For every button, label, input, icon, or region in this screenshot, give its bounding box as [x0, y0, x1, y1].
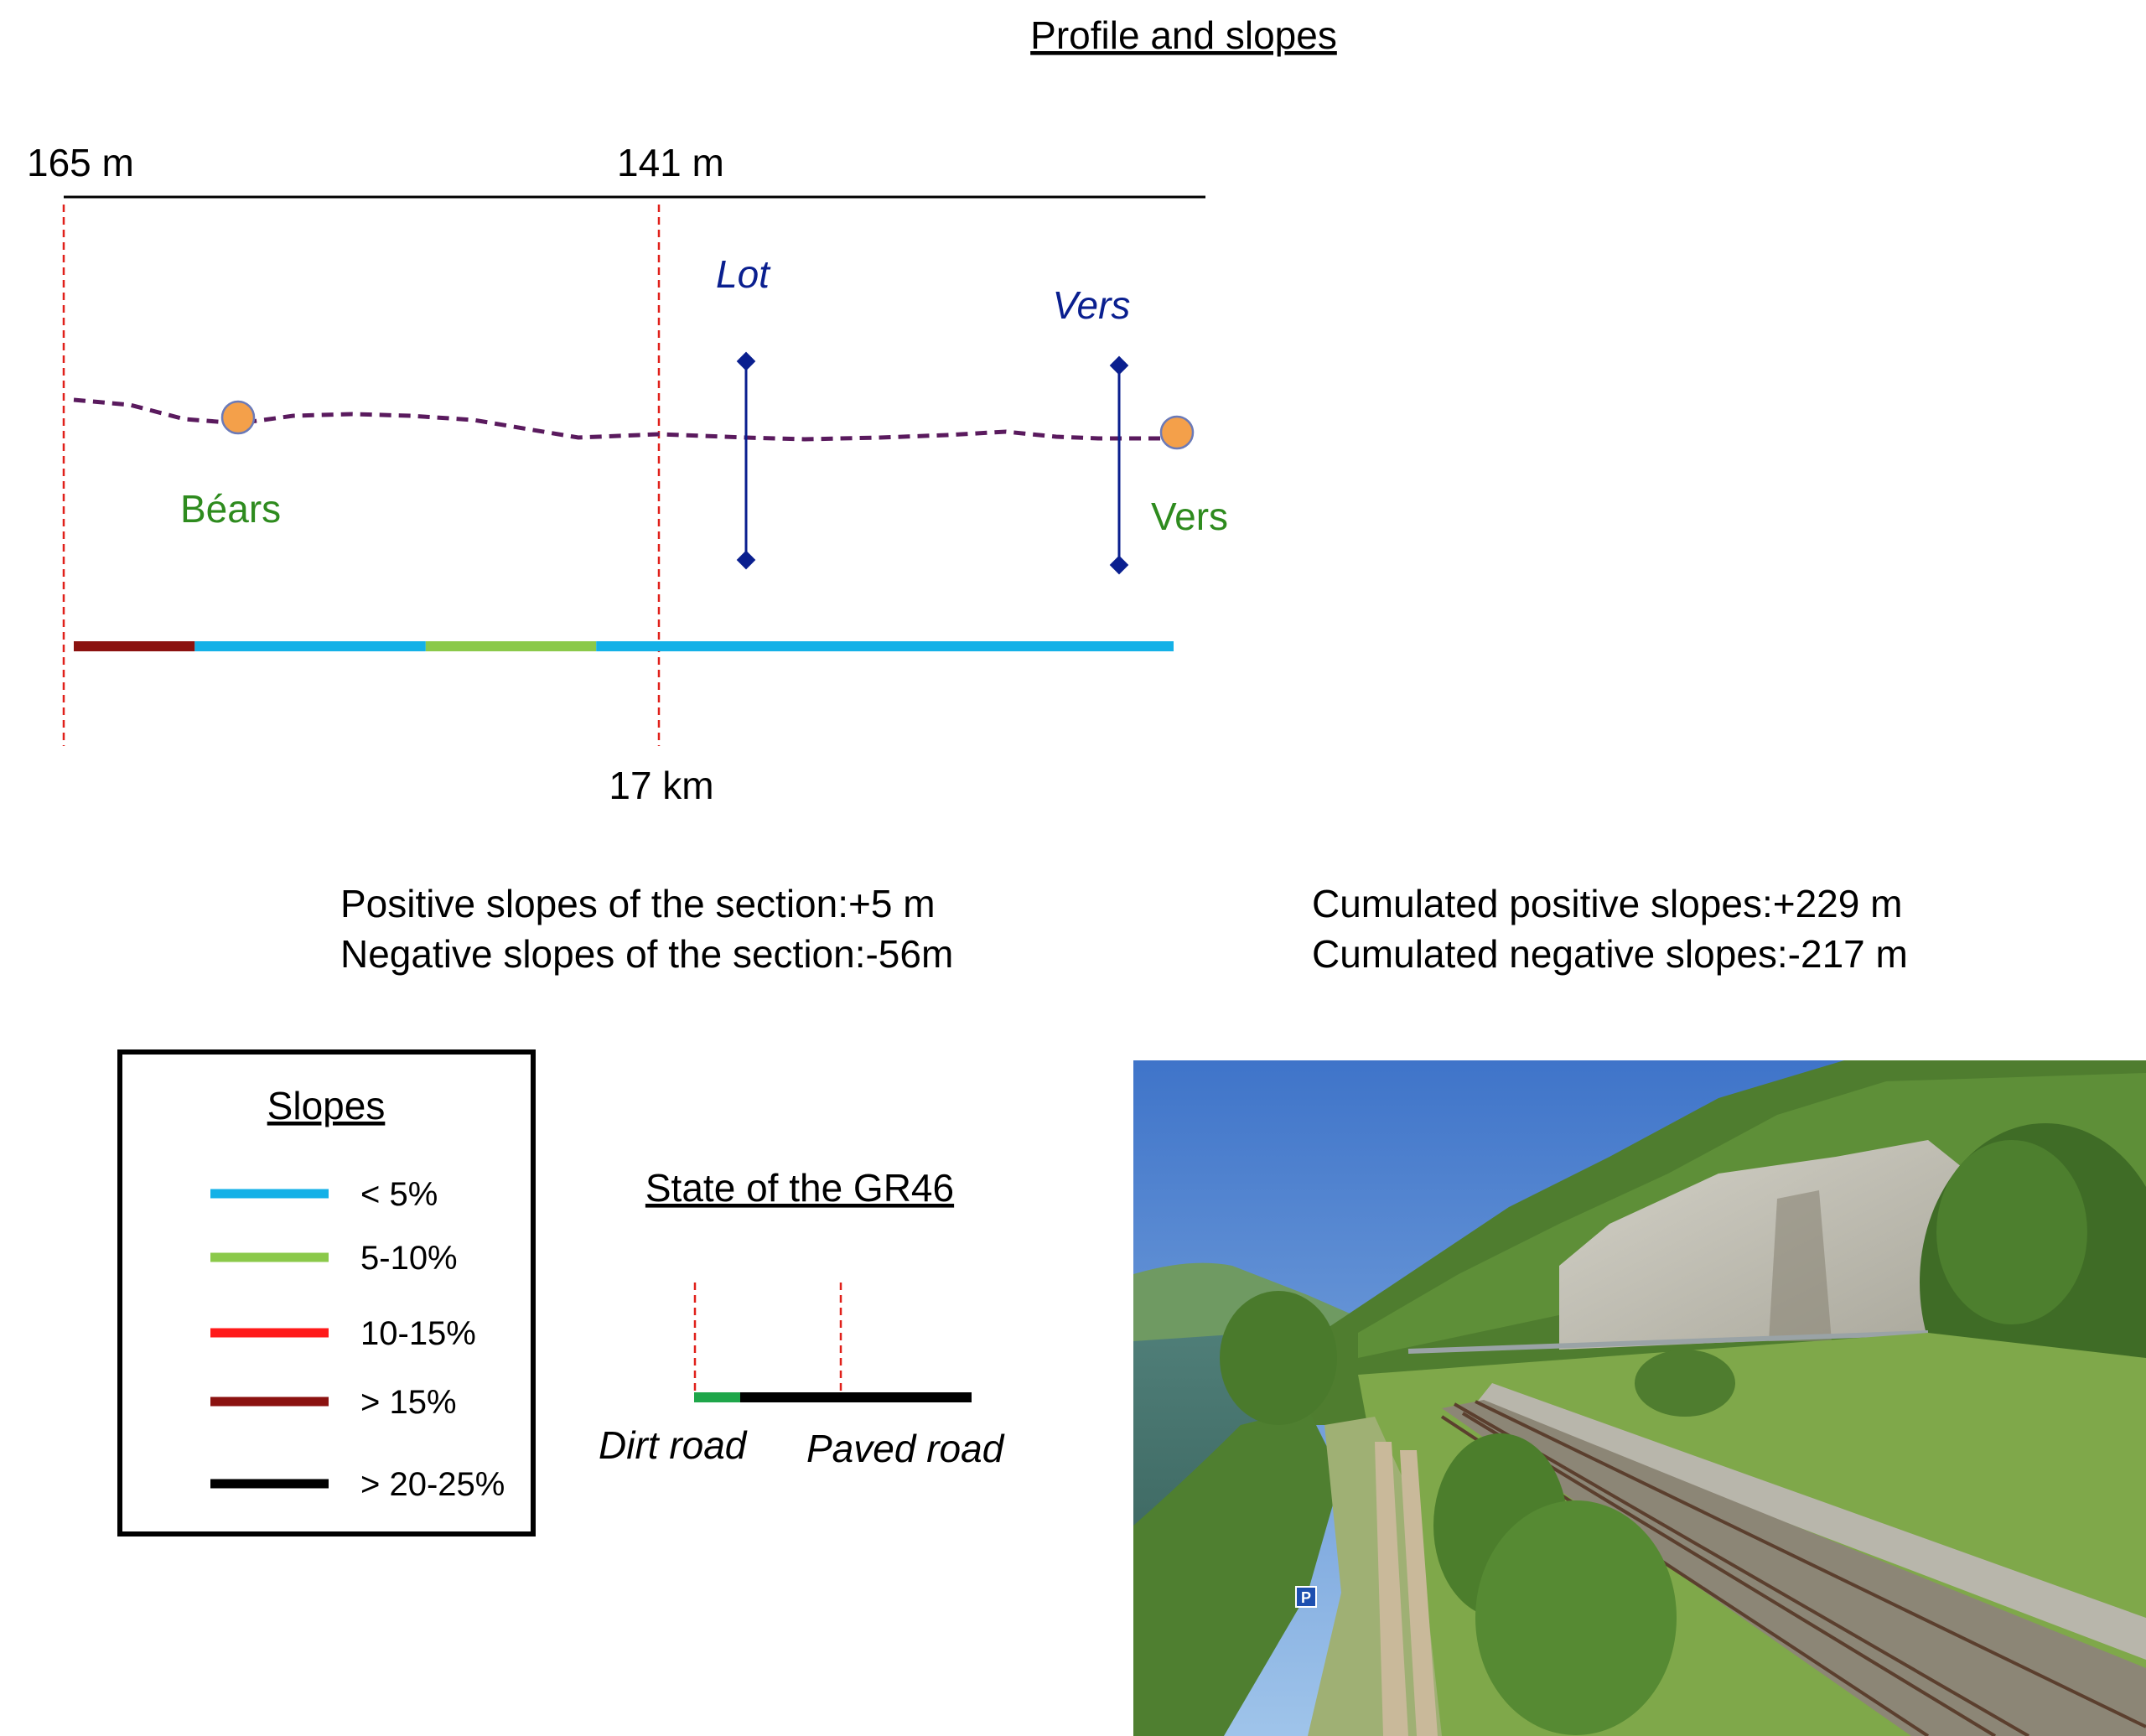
village-marker-vers [1159, 415, 1195, 450]
river-label-lot: Lot [716, 252, 771, 296]
trail-state-title: State of the GR46 [645, 1166, 954, 1210]
river-marker-lot [736, 351, 756, 570]
village-label-vers: Vers [1151, 495, 1228, 538]
legend-label-2: 10-15% [360, 1315, 476, 1352]
distance-label-17km: 17 km [609, 764, 713, 807]
river-marker-vers [1109, 355, 1129, 575]
slopes-legend-box [117, 1049, 536, 1536]
paved-road-label: Paved road [806, 1427, 1005, 1470]
section-negative-slopes: Negative slopes of the section:-56m [340, 932, 953, 976]
section-positive-slopes: Positive slopes of the section:+5 m [340, 882, 936, 925]
legend-label-1: 5-10% [360, 1240, 458, 1277]
village-label-bears: Béars [180, 487, 281, 531]
legend-label-0: < 5% [360, 1176, 438, 1213]
elevation-start-label: 165 m [27, 141, 134, 184]
page-title: Profile and slopes [1030, 13, 1337, 57]
parking-sign-icon [1295, 1586, 1317, 1608]
village-marker-bears [220, 400, 256, 435]
landscape-photo: P [1133, 1060, 2146, 1736]
legend-label-4: > 20-25% [360, 1466, 505, 1503]
parking-sign-letter: P [1301, 1589, 1311, 1606]
cumulated-negative-slopes: Cumulated negative slopes:-217 m [1312, 932, 1908, 976]
legend-label-3: > 15% [360, 1384, 457, 1421]
slopes-legend-title: Slopes [267, 1084, 386, 1127]
cumulated-positive-slopes: Cumulated positive slopes:+229 m [1312, 882, 1902, 925]
slopes-legend-items: < 5% 5-10% 10-15% > 15% > 20-25% [210, 1176, 505, 1503]
dirt-road-label: Dirt road [599, 1423, 748, 1467]
river-label-vers: Vers [1053, 283, 1131, 327]
elevation-profile-line [73, 397, 1177, 442]
elevation-mid-label: 141 m [617, 141, 724, 184]
